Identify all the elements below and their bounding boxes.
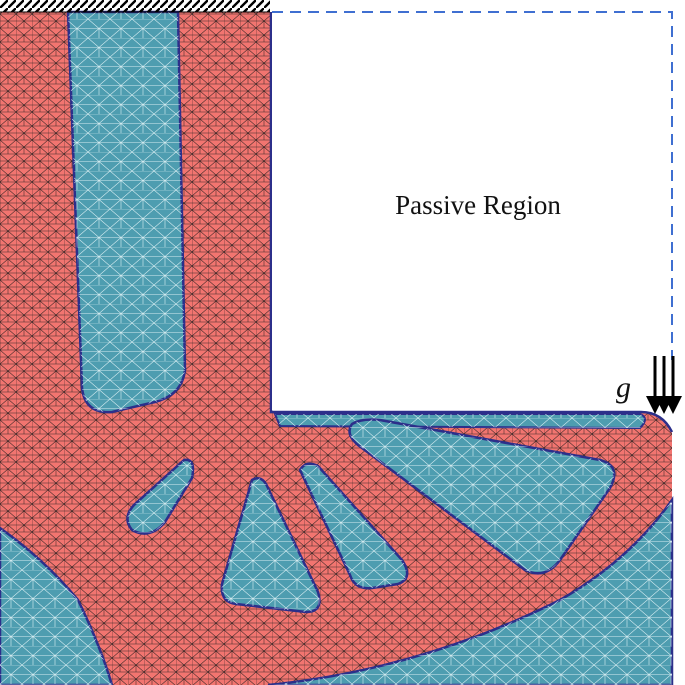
load-label: g: [616, 371, 631, 404]
hatched-support-icon: [0, 0, 270, 13]
passive-region: [272, 12, 672, 410]
down-arrows-icon: [646, 356, 682, 414]
passive-region-label: Passive Region: [395, 190, 561, 220]
void-regions: [0, 10, 674, 685]
material-boundary-line: [269, 12, 674, 433]
passive-region-dashed-border: [272, 11, 673, 360]
